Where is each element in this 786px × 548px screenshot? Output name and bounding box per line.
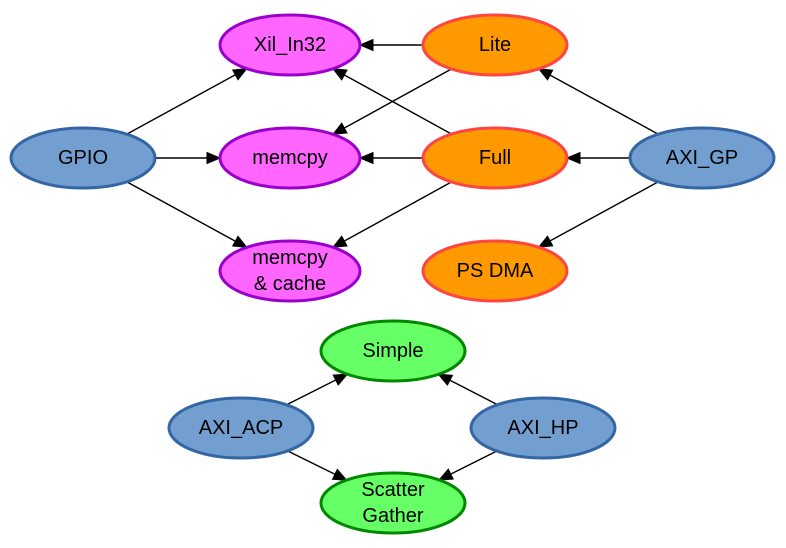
edge-axi_hp-to-scatter_gather	[437, 450, 498, 481]
node-ellipse	[421, 239, 569, 303]
node-label: Full	[479, 147, 511, 169]
edge-line	[287, 450, 336, 475]
node-ellipse	[218, 13, 362, 77]
arrowhead-icon	[358, 38, 374, 52]
node-lite: Lite	[421, 13, 569, 77]
node-ellipse	[628, 126, 776, 190]
edge-line	[286, 379, 337, 406]
arrowhead-icon	[358, 151, 374, 165]
node-label: Gather	[362, 505, 423, 527]
edge-full-to-memcpy_cache	[331, 181, 452, 248]
edge-axi_gp-to-lite	[537, 68, 659, 135]
arrowhead-icon	[331, 235, 348, 248]
edge-axi_gp-to-ps_dma	[537, 181, 659, 248]
node-label: PS DMA	[457, 260, 534, 282]
arrowhead-icon	[331, 468, 348, 481]
node-label: AXI_HP	[507, 417, 578, 439]
arrowhead-icon	[537, 235, 554, 248]
edge-gpio-to-xil_in32	[126, 67, 248, 135]
arrowhead-icon	[565, 151, 581, 165]
node-ellipse	[167, 396, 315, 460]
node-label: memcpy	[252, 147, 328, 169]
edge-axi_gp-to-full	[565, 151, 630, 165]
node-memcpy: memcpy	[218, 126, 362, 190]
edge-line	[344, 181, 452, 242]
node-label: memcpy	[252, 247, 328, 269]
edges-layer	[126, 38, 659, 481]
node-simple: Simple	[319, 319, 467, 383]
arrowhead-icon	[231, 67, 248, 81]
node-full: Full	[421, 126, 569, 190]
node-label: Lite	[479, 34, 511, 56]
arrowhead-icon	[437, 468, 454, 481]
edge-line	[126, 74, 236, 135]
node-ellipse	[218, 126, 362, 190]
node-ellipse	[218, 239, 362, 303]
node-label: AXI_GP	[666, 147, 738, 169]
node-label: GPIO	[58, 147, 108, 169]
node-ellipse	[421, 126, 569, 190]
node-ellipse	[319, 471, 467, 535]
edge-gpio-to-memcpy	[155, 151, 222, 165]
edge-gpio-to-memcpy_cache	[126, 181, 248, 249]
node-axi-acp: AXI_ACP	[167, 396, 315, 460]
node-ellipse	[319, 319, 467, 383]
edge-axi_acp-to-scatter_gather	[287, 450, 348, 481]
edge-axi_hp-to-simple	[437, 373, 498, 406]
node-gpio: GPIO	[9, 126, 157, 190]
edge-line	[450, 450, 498, 475]
edge-line	[549, 181, 659, 242]
arrowhead-icon	[437, 373, 454, 386]
node-ps-dma: PS DMA	[421, 239, 569, 303]
edge-line	[344, 68, 452, 129]
edge-lite-to-memcpy	[331, 68, 452, 135]
node-ellipse	[469, 396, 617, 460]
edge-full-to-memcpy	[358, 151, 423, 165]
edge-line	[344, 74, 452, 135]
arrowhead-icon	[206, 151, 222, 165]
node-label: AXI_ACP	[199, 417, 283, 439]
node-label: Scatter	[361, 479, 425, 501]
node-axi-gp: AXI_GP	[628, 126, 776, 190]
arrowhead-icon	[231, 235, 248, 249]
node-ellipse	[421, 13, 569, 77]
arrowhead-icon	[331, 122, 348, 135]
node-label: & cache	[254, 273, 326, 295]
edge-line	[549, 74, 659, 135]
edge-lite-to-xil_in32	[358, 38, 423, 52]
node-label: Xil_In32	[254, 34, 326, 56]
arrowhead-icon	[537, 68, 554, 81]
arrowhead-icon	[332, 373, 349, 386]
edge-axi_acp-to-simple	[286, 373, 349, 406]
edge-full-to-xil_in32	[331, 68, 452, 135]
arrowhead-icon	[331, 68, 348, 81]
node-ellipse	[9, 126, 157, 190]
node-axi-hp: AXI_HP	[469, 396, 617, 460]
edge-line	[449, 379, 498, 406]
edge-line	[126, 181, 236, 242]
node-label: Simple	[362, 340, 423, 362]
node-memcpy-cache: memcpy & cache	[218, 239, 362, 303]
node-xil-in32: Xil_In32	[218, 13, 362, 77]
